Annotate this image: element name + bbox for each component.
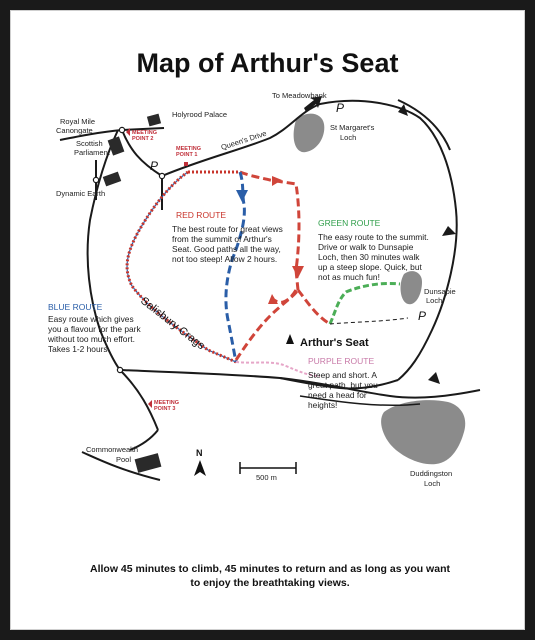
scale-bar [239,462,297,474]
map-text: without too much effort. [47,334,135,344]
footer-line-2: to enjoy the breathtaking views. [190,577,350,589]
map-text: great path, but you [308,380,378,390]
label-canongate: Canongate [56,126,93,135]
map-text: Easy route which gives [48,314,134,324]
purple-route-description: PURPLE ROUTE Steep and short. A great pa… [308,356,378,410]
label-royal-mile: Royal Mile [60,117,95,126]
dunsapie-loch [400,271,422,305]
map-text: The easy route to the summit. [318,232,429,242]
duddingston-loch [381,400,466,465]
queens-drive-road [161,99,458,381]
road-arrows [398,104,456,384]
buildings [102,113,162,473]
parking-p-3: P [418,309,426,323]
map-text: Drive or walk to Dunsapie [318,242,414,252]
map-text: heights! [308,400,337,410]
green-route-heading: GREEN ROUTE [318,218,381,228]
label-dynamic-earth: Dynamic Earth [56,189,105,198]
label-scale: 500 m [256,473,277,482]
mp1-line2: POINT 1 [176,152,197,158]
map-text: Takes 1-2 hours. [48,344,110,354]
label-duddingston-loch: Loch [424,479,440,488]
footer-note: Allow 45 minutes to climb, 45 minutes to… [60,562,480,590]
green-route-description: GREEN ROUTE The easy route to the summit… [318,218,429,282]
label-commonwealth-pool: Pool [116,455,131,464]
map-text: not as much fun! [318,272,380,282]
label-st-margarets: St Margaret's [330,123,375,132]
map-text: Seat. Good paths all the way, [172,244,281,254]
green-route [328,282,401,325]
purple-route [235,361,321,377]
map-text: from the summit of Arthur's [172,234,272,244]
map-text: Steep and short. A [308,370,377,380]
label-commonwealth: Commonwealth [86,445,138,454]
mp3-line1: MEETING [154,400,179,406]
label-arthurs-seat: Arthur's Seat [300,337,369,349]
map-text: up a steep slope. Quick, but [318,262,422,272]
map-text: need a head for [308,390,367,400]
north-arrow-icon [194,460,206,476]
label-parliament: Parliament [74,148,111,157]
parking-p-2: P [336,101,344,115]
purple-route-heading: PURPLE ROUTE [308,356,374,366]
map-text: you a flavour for the park [48,324,141,334]
footer-line-1: Allow 45 minutes to climb, 45 minutes to… [90,563,450,575]
to-meadowbank-arrow-icon [304,96,322,112]
label-duddingston: Duddingston [410,469,452,478]
label-to-meadowbank: To Meadowbank [272,91,327,100]
parking-p-1: P [150,159,158,173]
map-text: The best route for great views [172,224,283,234]
meeting-point-markers [126,128,188,408]
south-road [119,369,481,399]
mp1-line1: MEETING [176,146,201,152]
red-route [234,170,331,361]
st-margarets-loch [293,113,325,153]
label-salisbury-crags: Salisbury Crags [138,295,207,353]
label-dunsapie-loch: Loch [426,296,442,305]
mp3-line2: POINT 3 [154,406,175,412]
red-route-heading: RED ROUTE [176,210,226,220]
label-dunsapie: Dunsapie [424,287,456,296]
mp2-line1: MEETING [132,130,157,136]
label-north: N [196,448,203,458]
route-arrows [236,176,304,304]
red-route-description: RED ROUTE The best route for great views… [172,210,283,264]
label-holyrood-palace: Holyrood Palace [172,110,227,119]
label-st-margarets-loch: Loch [340,133,356,142]
map-text: Loch, then 30 minutes walk [318,252,420,262]
summit-triangle-icon [286,334,294,344]
map-text: not too steep! Allow 2 hours. [172,254,277,264]
blue-route-heading: BLUE ROUTE [48,302,103,312]
crags-route [125,170,237,364]
map-title: Map of Arthur's Seat [136,48,399,78]
route-nodes [92,126,166,374]
mp2-line2: POINT 2 [132,136,153,142]
blue-route-description: BLUE ROUTE Easy route which gives you a … [47,302,141,354]
label-scottish: Scottish [76,139,103,148]
